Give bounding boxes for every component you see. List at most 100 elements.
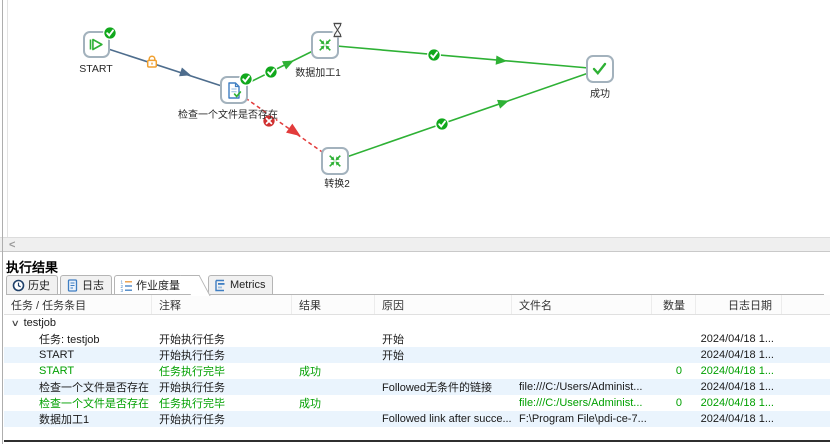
collapse-left-icon[interactable]: <	[9, 238, 16, 251]
node-label: 数据加工1	[295, 66, 341, 79]
tree-root-label: testjob	[23, 317, 57, 329]
hop-start-to-checkfile[interactable]	[95, 44, 235, 91]
hop-arrowhead	[281, 60, 294, 70]
document-icon	[228, 82, 242, 99]
tab-label: 作业度量	[136, 280, 180, 292]
hop-success-badge-icon[interactable]	[264, 65, 278, 79]
column-header[interactable]: 原因	[375, 295, 512, 314]
cell-comment: 开始执行任务	[159, 414, 225, 426]
hop-error-badge-icon[interactable]	[262, 114, 276, 128]
tab-label: 日志	[82, 280, 104, 292]
clock-icon	[12, 279, 25, 292]
tab-history[interactable]: 历史	[6, 275, 58, 294]
check-badge-icon	[103, 26, 117, 40]
converge-arrows-icon	[329, 155, 341, 167]
cell-count: 0	[675, 365, 682, 377]
table-row[interactable]: START 开始执行任务 开始 2024/04/18 1...	[4, 347, 830, 363]
cell-comment: 任务执行完毕	[159, 398, 225, 410]
hop-arrowhead	[179, 67, 191, 77]
cell-comment: 开始执行任务	[159, 350, 225, 362]
window-left-border	[2, 0, 3, 444]
cell-task: 数据加工1	[39, 414, 90, 426]
hop-arrowhead	[495, 55, 507, 65]
column-header[interactable]: 数量	[652, 295, 696, 314]
cell-date: 2024/04/18 1...	[700, 397, 774, 409]
cell-task: START	[39, 365, 75, 377]
table-row[interactable]: 数据加工1 开始执行任务 Followed link after succe..…	[4, 411, 830, 427]
hop-transform1-to-success[interactable]	[324, 44, 601, 70]
cell-filename: F:\Program File\pdi-ce-7...	[519, 413, 647, 425]
tab-metrics[interactable]: Metrics	[208, 275, 274, 294]
table-row[interactable]: 任务: testjob 开始执行任务 开始 2024/04/18 1...	[4, 331, 830, 347]
node-label: 检查一个文件是否存在	[178, 108, 278, 121]
lock-icon[interactable]	[146, 55, 158, 68]
cell-reason: 开始	[382, 350, 404, 362]
node-transform2[interactable]	[321, 147, 349, 175]
converge-arrows-icon	[319, 39, 331, 51]
cell-count: 0	[675, 397, 682, 409]
hop-checkfile-to-transform2[interactable]	[233, 89, 336, 162]
cell-date: 2024/04/18 1...	[700, 365, 774, 377]
horizontal-sash[interactable]: <	[0, 237, 830, 252]
canvas-left-border	[7, 0, 8, 237]
cell-date: 2024/04/18 1...	[700, 333, 774, 345]
cell-comment: 开始执行任务	[159, 334, 225, 346]
hop-arrowhead	[286, 123, 301, 137]
log-document-icon	[66, 278, 79, 292]
column-header[interactable]: 文件名	[512, 295, 652, 314]
job-metrics-table: 任务 / 任务条目 注释 结果 原因 文件名 数量 日志日期 ∨testjob …	[4, 295, 830, 427]
play-icon	[89, 38, 103, 51]
table-header: 任务 / 任务条目 注释 结果 原因 文件名 数量 日志日期	[4, 295, 830, 315]
table-row[interactable]: 检查一个文件是否存在 开始执行任务 Followed无条件的链接 file://…	[4, 379, 830, 395]
cell-reason: 开始	[382, 334, 404, 346]
column-header[interactable]: 日志日期	[696, 295, 782, 314]
success-check-icon	[592, 62, 607, 76]
tab-log[interactable]: 日志	[60, 275, 112, 294]
cell-comment: 开始执行任务	[159, 382, 225, 394]
panel-title: 执行结果	[6, 260, 59, 275]
node-start[interactable]	[83, 31, 110, 58]
cell-task: 检查一个文件是否存在	[39, 398, 149, 410]
cell-reason: Followed link after succe...	[382, 413, 512, 425]
cell-date: 2024/04/18 1...	[700, 381, 774, 393]
check-badge-icon	[239, 72, 253, 86]
cell-result: 成功	[299, 398, 321, 410]
node-success[interactable]	[586, 55, 614, 83]
cell-task: START	[39, 349, 75, 361]
hourglass-badge-icon	[332, 22, 343, 38]
column-header[interactable]: 注释	[152, 295, 292, 314]
job-canvas[interactable]: START 检查一个文件是否存在 数据加工1 转换2 成功	[0, 0, 830, 237]
cell-reason: Followed无条件的链接	[382, 382, 493, 394]
node-label: 转换2	[324, 177, 350, 190]
tab-label: 历史	[28, 280, 50, 292]
hop-arrowhead	[497, 99, 509, 109]
svg-text:3: 3	[121, 288, 124, 292]
cell-date: 2024/04/18 1...	[700, 413, 774, 425]
cell-date: 2024/04/18 1...	[700, 349, 774, 361]
cell-comment: 任务执行完毕	[159, 366, 225, 378]
node-check-file[interactable]	[220, 76, 248, 104]
hop-transform2-to-success[interactable]	[334, 68, 601, 162]
tab-label: Metrics	[230, 279, 266, 291]
cell-filename: file:///C:/Users/Administ...	[519, 397, 643, 409]
cell-filename: file:///C:/Users/Administ...	[519, 381, 643, 393]
svg-text:1: 1	[121, 279, 124, 284]
table-row[interactable]: 检查一个文件是否存在 任务执行完毕 成功 file:///C:/Users/Ad…	[4, 395, 830, 411]
column-header[interactable]: 结果	[292, 295, 375, 314]
table-row[interactable]: START 任务执行完毕 成功 0 2024/04/18 1...	[4, 363, 830, 379]
node-label: 成功	[590, 88, 610, 100]
chevron-down-icon[interactable]: ∨	[10, 317, 20, 328]
window-bottom-border	[4, 440, 830, 442]
hop-success-badge-icon[interactable]	[427, 48, 441, 62]
node-label: START	[79, 63, 113, 75]
tree-parent-row[interactable]: ∨testjob	[4, 315, 830, 331]
column-header[interactable]: 任务 / 任务条目	[4, 295, 152, 314]
node-transform1[interactable]	[311, 22, 343, 59]
svg-text:2: 2	[121, 284, 124, 289]
hop-success-badge-icon[interactable]	[435, 117, 449, 131]
